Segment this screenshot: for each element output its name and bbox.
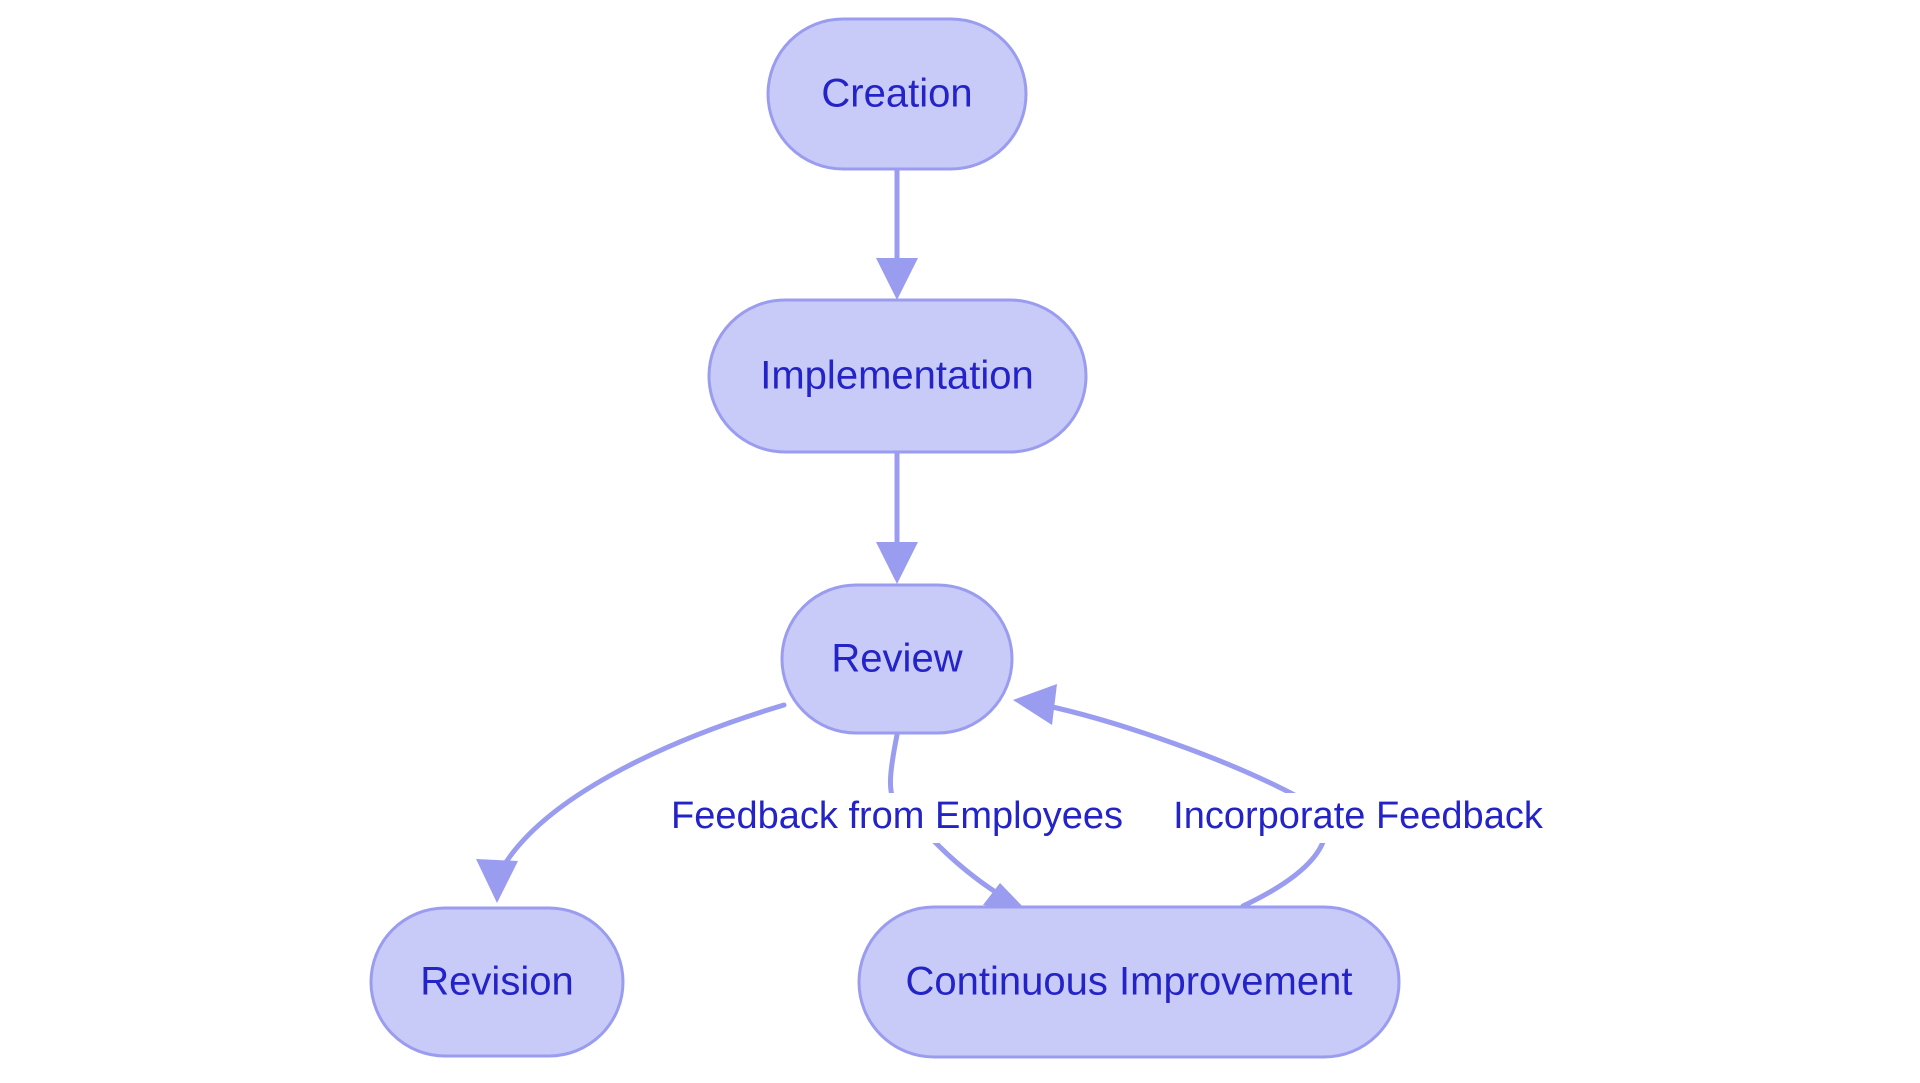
arrowhead-icon [1013,684,1057,725]
node-review[interactable]: Review [780,583,1014,735]
node-shape-creation [766,17,1028,171]
node-shape-continuous-improvement [857,905,1401,1059]
edge-review-to-revision[interactable] [476,702,787,903]
node-label-implementation: Implementation [760,354,1033,398]
node-label-continuous-improvement: Continuous Improvement [906,960,1353,1004]
edge-label-incorporate-feedback: Incorporate Feedback [1173,795,1544,837]
edge-label-backdrop [672,793,1124,843]
edge-label-feedback-from-employees: Feedback from Employees [671,795,1123,837]
arrowhead-icon [983,883,1028,912]
edge-line [887,732,900,803]
node-creation[interactable]: Creation [766,17,1028,171]
arrowhead-icon [476,859,518,903]
node-implementation[interactable]: Implementation [707,298,1088,454]
arrowhead-icon [876,258,918,300]
node-layer: Creation Implementation Review Revision … [369,17,1401,1059]
edge-line-upper [1045,703,1303,801]
node-shape-implementation [707,298,1088,454]
node-label-review: Review [831,637,962,681]
node-label-creation: Creation [821,72,972,116]
node-revision[interactable]: Revision [369,906,625,1058]
node-continuous-improvement[interactable]: Continuous Improvement [857,905,1401,1059]
edge-label-layer: Feedback from Employees Incorporate Feed… [671,793,1548,843]
node-shape-revision [369,906,625,1058]
node-shape-review [780,583,1014,735]
edge-creation-to-implementation[interactable] [876,166,918,300]
edge-line [1240,833,1328,909]
edge-label-backdrop [1170,793,1548,843]
node-label-revision: Revision [420,960,573,1004]
arrowhead-icon [876,542,918,584]
edge-line [497,702,787,875]
edge-implementation-to-review[interactable] [876,449,918,584]
